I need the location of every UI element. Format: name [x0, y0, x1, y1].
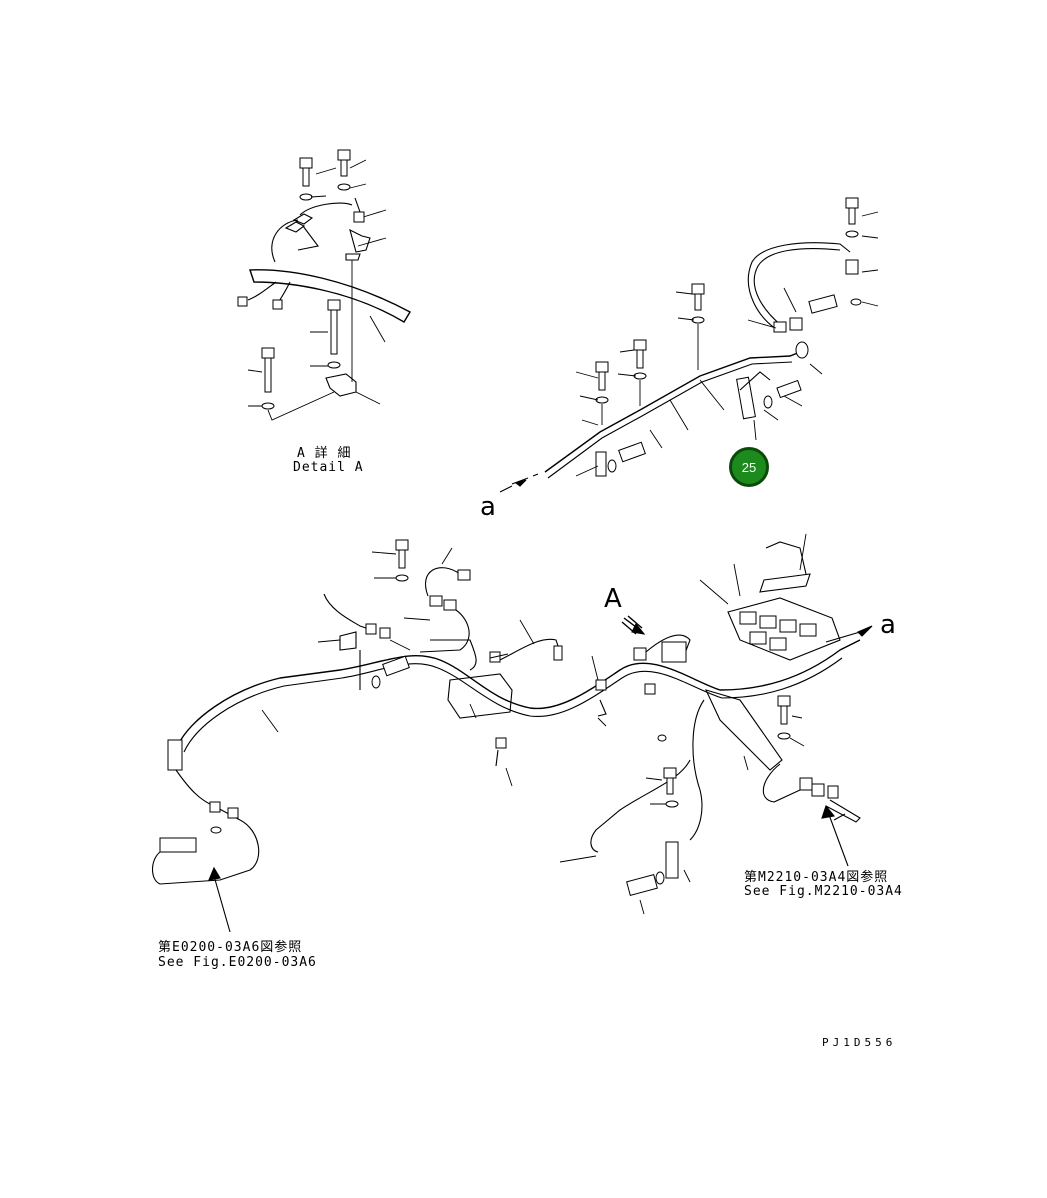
view-label-A: A [604, 584, 622, 614]
upper-harness-drawing [499, 197, 879, 493]
view-label-a-left: a [480, 492, 496, 522]
drawing-code: PJ1D556 [822, 1036, 897, 1049]
ref-right-jp: 第M2210-03A4図参照 [744, 870, 889, 885]
detail-title-en: Detail A [293, 460, 364, 475]
ref-left-jp: 第E0200-03A6図参照 [158, 940, 303, 955]
ref-left-en: See Fig.E0200-03A6 [158, 955, 317, 970]
callout-25-button[interactable]: 25 [729, 447, 769, 487]
view-label-a-right: a [880, 610, 896, 640]
detail-title-jp: A 詳 細 [297, 446, 352, 461]
ref-right-en: See Fig.M2210-03A4 [744, 884, 903, 899]
bolt-icon [299, 149, 351, 187]
detail-a-drawing [237, 149, 411, 421]
main-harness-drawing [151, 533, 873, 933]
